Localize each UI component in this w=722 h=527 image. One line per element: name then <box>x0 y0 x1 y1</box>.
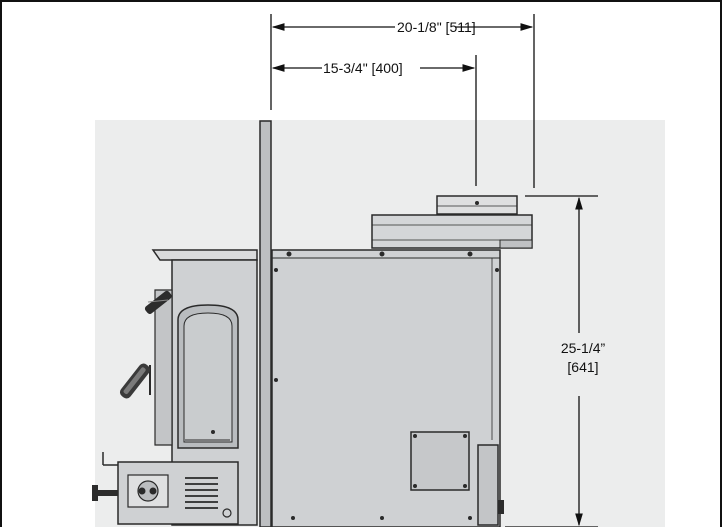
access-panel <box>410 431 470 491</box>
height-inch-label: 25-1/4” <box>561 340 606 356</box>
height-mm-label: [641] <box>567 359 598 375</box>
lower-handle <box>119 363 151 399</box>
dimension-lines <box>270 14 598 527</box>
upper-handle <box>144 290 172 314</box>
vertical-plate <box>259 120 272 527</box>
exhaust-blower <box>371 195 533 249</box>
stove-front-section <box>92 249 258 526</box>
width-partial-label: 15-3/4" [400] <box>323 60 403 76</box>
stove-main-body <box>271 249 504 527</box>
control-box <box>92 452 239 525</box>
width-total-label: 20-1/8" [511] <box>397 19 476 35</box>
